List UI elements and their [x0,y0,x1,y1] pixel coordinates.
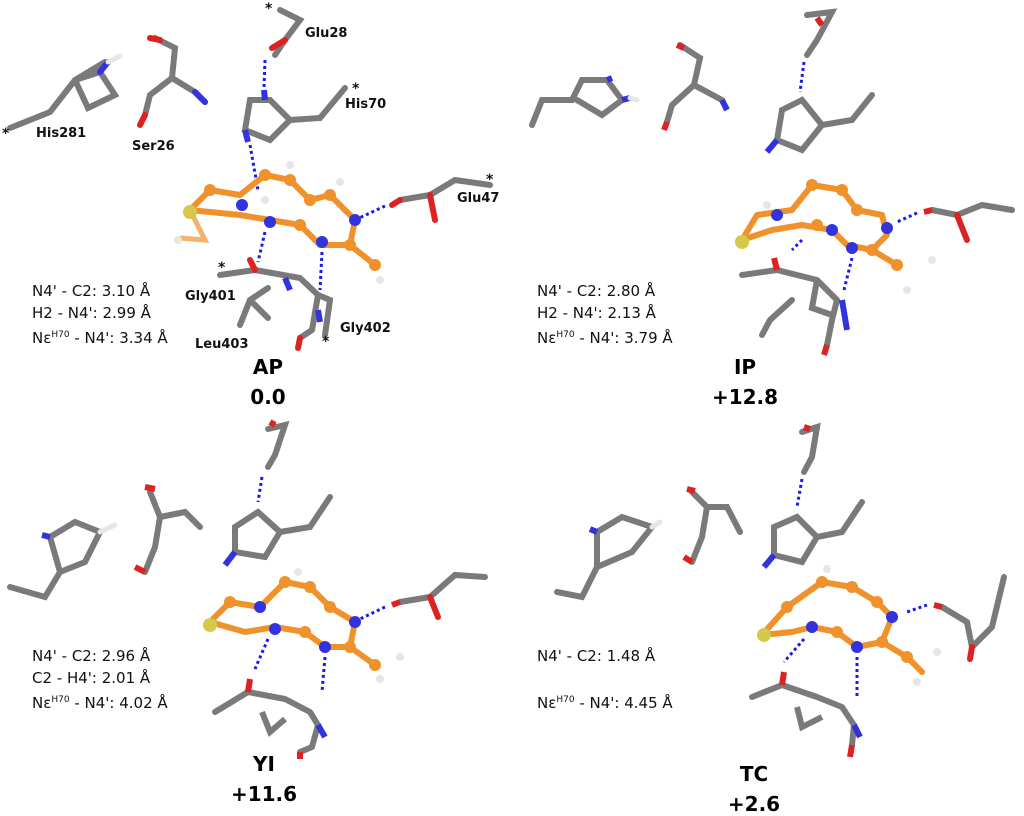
residue-backbone [217,257,334,351]
state-energy-ap: 0.0 [250,385,286,409]
residue-his281 [529,75,640,128]
residue-his70 [764,92,875,154]
measurement-2: H2 - N4': 2.99 Å [32,304,151,322]
residue-glu47 [906,574,1007,662]
state-name-tc: TC [739,762,769,786]
state-energy-yi: +11.6 [230,782,298,806]
state-name-yi: YI [253,752,275,776]
residue-backbone [212,678,328,759]
ligand-thiamin [174,161,384,291]
state-energy-ip: +12.8 [711,385,779,409]
label-glu28: Glu28 [305,26,347,41]
residue-glu28 [256,419,290,503]
residue-his281 [7,518,118,601]
label-ser26: Ser26 [132,139,175,154]
measurement-1: N4' - C2: 2.80 Å [537,282,656,300]
star-marker: * [322,334,330,350]
residue-glu28 [262,7,305,89]
measurements-ap: N4' - C2: 3.10 Å H2 - N4': 2.99 Å NεH70 … [32,280,168,347]
star-marker: * [486,172,494,188]
residue-backbone [739,257,850,356]
measurement-2: C2 - H4': 2.01 Å [32,669,151,687]
star-marker: * [265,1,273,17]
panel-yi: N4' - C2: 2.96 Å C2 - H4': 2.01 Å NεH70 … [0,407,512,814]
panel-ip: N4' - C2: 2.80 Å H2 - N4': 2.13 Å NεH70 … [512,0,1024,409]
state-name-ip: IP [733,355,757,379]
residue-backbone [749,671,863,758]
structure-yi [7,419,488,759]
label-gly401: Gly401 [185,289,236,304]
panel-tc: N4' - C2: 1.48 Å NεH70 - N4': 4.45 Å TC … [512,407,1024,816]
residue-his281 [554,513,663,601]
state-energy-tc: +2.6 [727,792,781,816]
residue-ser26 [137,35,208,128]
residue-his70 [222,494,333,567]
residue-glu28 [795,422,821,508]
panel-ap: His281 Ser26 Glu28 His70 Glu47 Gly401 Gl… [0,0,512,409]
measurement-1: N4' - C2: 1.48 Å [537,647,656,665]
residue-ser26 [661,42,730,132]
label-gly402: Gly402 [340,321,391,336]
state-name-ap: AP [252,355,284,379]
residue-his281 [7,53,123,131]
measurements-tc: N4' - C2: 1.48 Å NεH70 - N4': 4.45 Å [537,645,673,712]
ligand-thiamin [203,568,404,693]
label-his281: His281 [36,126,86,141]
residue-glu47 [359,571,488,621]
star-marker: * [2,126,10,142]
measurement-2: H2 - N4': 2.13 Å [537,304,656,322]
star-marker: * [352,81,360,97]
measurement-3: NεH70 - N4': 4.45 Å [537,694,673,712]
structure-tc [554,422,1007,758]
structure-ip [529,8,1015,356]
measurement-3: NεH70 - N4': 3.34 Å [32,329,168,347]
residue-glu47 [354,176,493,223]
ligand-thiamin [757,565,941,697]
measurements-yi: N4' - C2: 2.96 Å C2 - H4': 2.01 Å NεH70 … [32,645,168,712]
label-glu47: Glu47 [457,191,499,206]
measurement-1: N4' - C2: 2.96 Å [32,647,151,665]
residue-ser26 [133,484,203,575]
star-marker: * [218,260,226,276]
measurement-1: N4' - C2: 3.10 Å [32,282,151,300]
measurement-2-empty [537,667,673,689]
label-his70: His70 [345,97,386,112]
residue-ser26 [682,486,743,565]
measurements-ip: N4' - C2: 2.80 Å H2 - N4': 2.13 Å NεH70 … [537,280,673,347]
residue-glu28 [798,8,838,93]
residue-glu47 [896,201,1015,243]
ligand-thiamin [735,179,936,294]
residue-his70 [241,85,348,191]
measurement-3: NεH70 - N4': 4.02 Å [32,694,168,712]
residue-his70 [761,499,865,569]
measurement-3: NεH70 - N4': 3.79 Å [537,329,673,347]
structure-ap: His281 Ser26 Glu28 His70 Glu47 Gly401 Gl… [2,1,499,352]
label-leu403: Leu403 [195,337,249,352]
